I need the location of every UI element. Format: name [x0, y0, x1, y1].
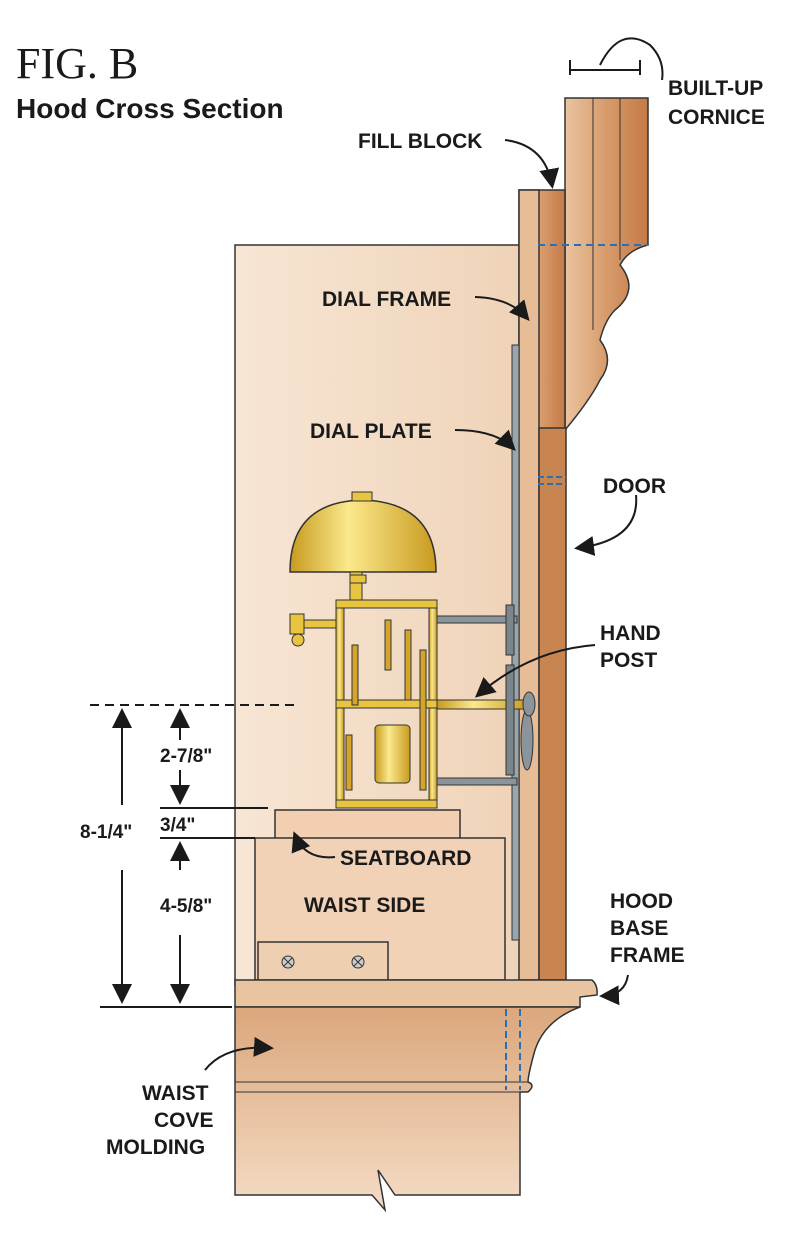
screw-icon	[351, 955, 365, 969]
clock-movement	[289, 491, 536, 809]
label-waist-cove-molding-3: MOLDING	[106, 1136, 205, 1159]
label-hand-post-1: HAND	[600, 622, 661, 645]
callout-arrows	[204, 37, 664, 1071]
label-waist-side: WAIST SIDE	[304, 894, 425, 917]
dimension-upper: 2-7/8"	[160, 746, 212, 767]
screw-icon	[281, 955, 295, 969]
label-built-up-cornice-2: CORNICE	[668, 106, 765, 129]
label-dial-frame: DIAL FRAME	[322, 288, 451, 311]
seatboard	[274, 809, 461, 841]
dial-frame	[518, 189, 540, 981]
label-hood-base-frame-2: BASE	[610, 917, 668, 940]
dimension-seatboard: 3/4"	[160, 815, 195, 836]
label-fill-block: FILL BLOCK	[358, 130, 482, 153]
label-hood-base-frame-1: HOOD	[610, 890, 673, 913]
figure-number: FIG. B	[16, 39, 138, 88]
cleat-block	[257, 941, 389, 981]
dimension-lines	[90, 60, 641, 1008]
dimension-total: 8-1/4"	[80, 822, 132, 843]
label-seatboard: SEATBOARD	[340, 847, 471, 870]
label-hand-post-2: POST	[600, 649, 657, 672]
label-hood-base-frame-3: FRAME	[610, 944, 685, 967]
hood-base-frame	[234, 979, 598, 1008]
waist-cove-molding	[234, 1006, 581, 1213]
label-built-up-cornice-1: BUILT-UP	[668, 77, 763, 100]
built-up-cornice	[540, 97, 649, 433]
label-door: DOOR	[603, 475, 666, 498]
figure-title: Hood Cross Section	[16, 93, 284, 124]
door	[538, 427, 567, 981]
dimension-lower: 4-5/8"	[160, 896, 212, 917]
label-waist-cove-molding-1: WAIST	[142, 1082, 209, 1105]
label-dial-plate: DIAL PLATE	[310, 420, 432, 443]
label-waist-cove-molding-2: COVE	[154, 1109, 214, 1132]
